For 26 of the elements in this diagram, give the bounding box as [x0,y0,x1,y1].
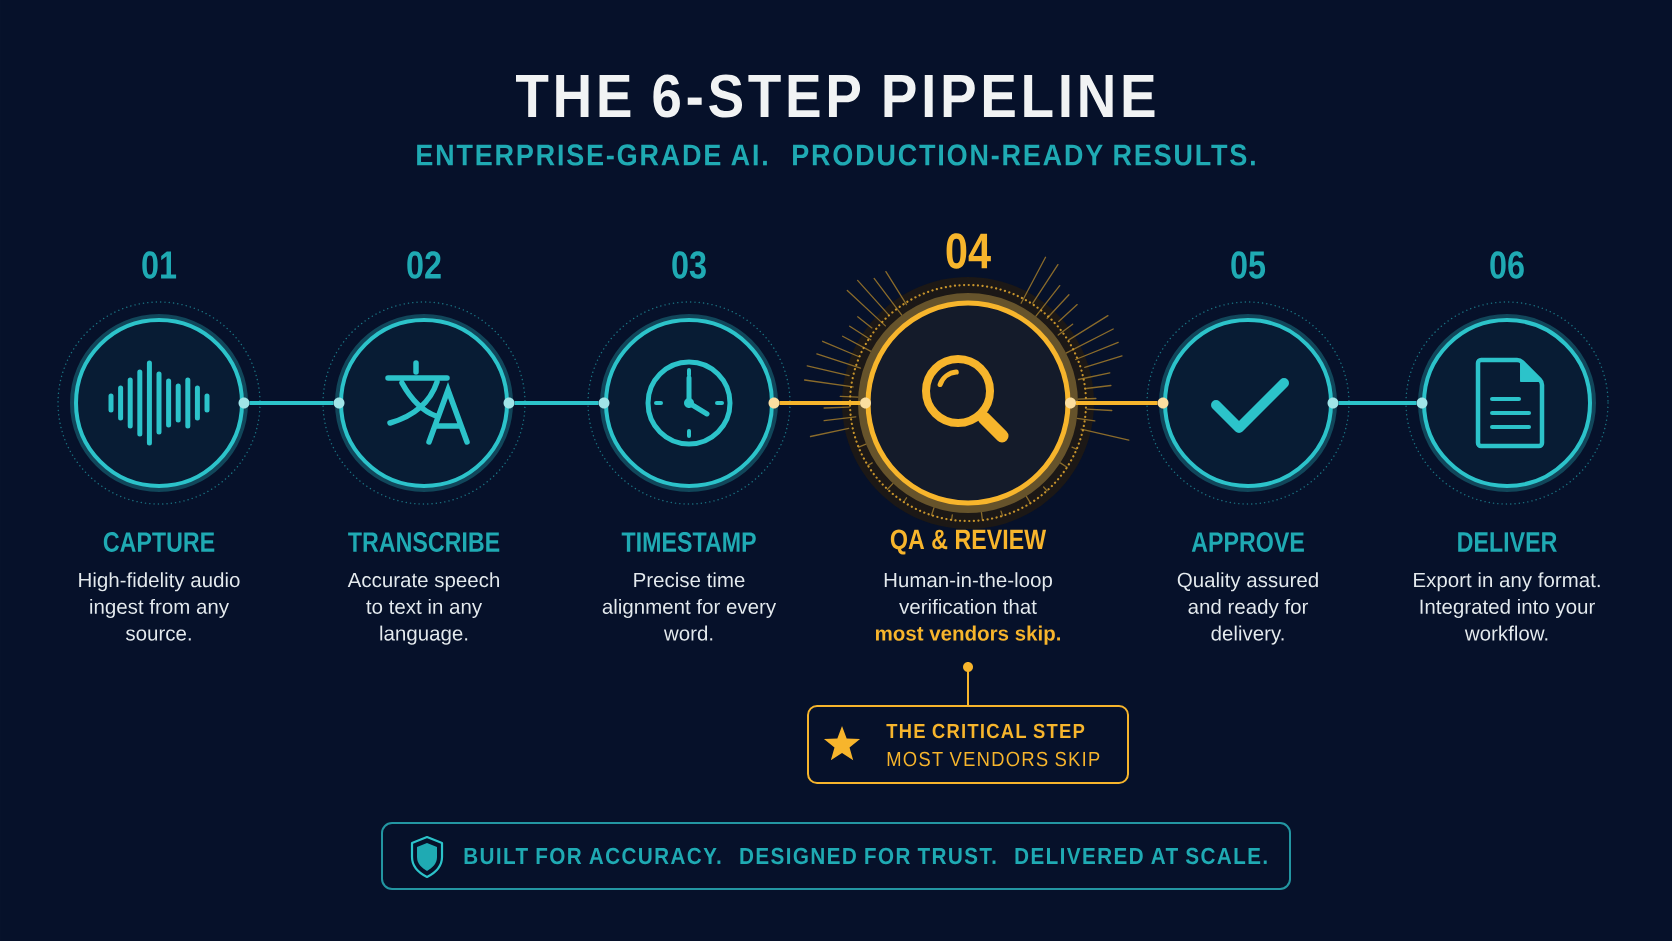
step-title: TIMESTAMP [621,532,756,552]
step-description: Accurate speech to text in any language. [347,572,499,645]
callout-box: THE CRITICAL STEP MOST VENDORS SKIP [807,705,1129,784]
step-title: TRANSCRIBE [348,532,500,552]
step-title: DELIVER [1458,532,1557,552]
step-number: 03 [672,251,706,279]
step-number: 04 [946,233,991,269]
banner: BUILT FOR ACCURACY. DESIGNED FOR TRUST. DELIVERED AT SCALE. [381,822,1291,890]
subtitle: ENTERPRISE-GRADE AI. PRODUCTION-READY RESULTS. [417,144,1255,166]
leader-line [967,670,969,706]
connector-line [514,401,599,405]
step-title: APPROVE [1191,532,1304,552]
connector-line [1338,401,1417,405]
step-title: QA & REVIEW [890,529,1047,555]
step-description: Precise time alignment for every word. [602,572,777,641]
title: THE 6-STEP PIPELINE [516,74,1155,118]
step-description: Human-in-the-loop verification that most vendors skip. [875,572,1060,645]
step-title: CAPTURE [103,532,215,552]
step-description: Quality assured and ready for delivery. [1177,572,1318,645]
step-number: 02 [407,251,441,279]
step-number: 01 [142,251,177,279]
step-description: Export in any format. Integrated into your workflow. [1414,572,1600,641]
step-number: 06 [1490,251,1524,279]
step-description: High-fidelity audio ingest from any source. [79,572,240,641]
connector-line [249,401,334,405]
step-number: 05 [1231,251,1266,279]
